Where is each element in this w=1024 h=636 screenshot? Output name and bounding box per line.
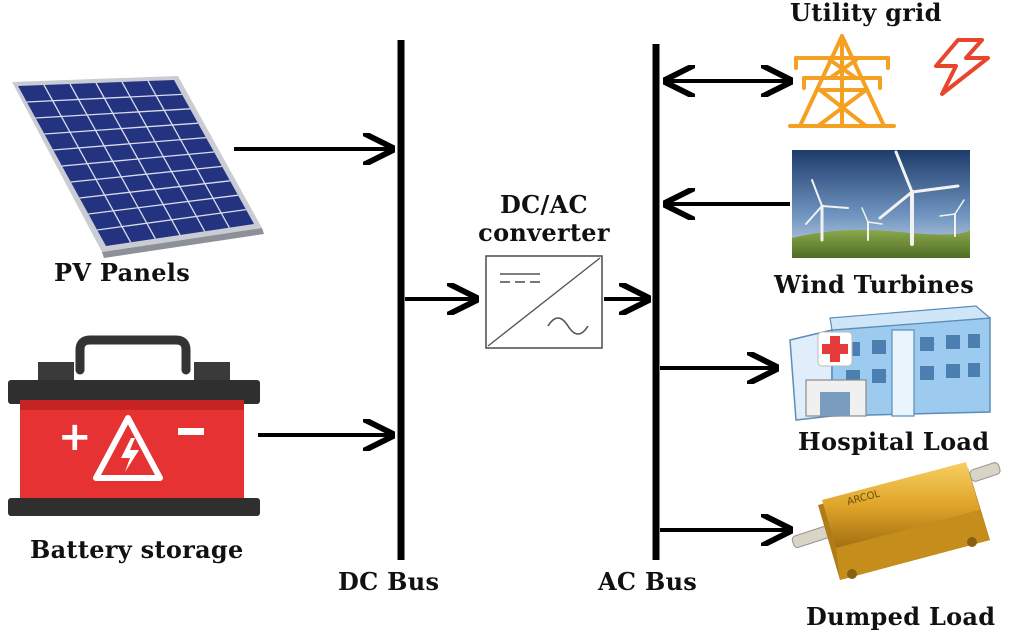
dumped-load-label: Dumped Load [806,602,996,631]
utility-grid-label: Utility grid [790,0,942,27]
hospital-icon [789,305,992,421]
lightning-icon [934,38,990,96]
pv-panels-label: PV Panels [54,258,191,287]
battery-icon: + [8,335,260,516]
wind-turbine-icon [792,150,970,258]
converter-label-line1: DC/AC [500,190,588,219]
ac-bus-label: AC Bus [598,567,698,596]
resistor-icon: ARCOL [791,462,1001,580]
svg-text:+: + [58,414,92,460]
hospital-load-label: Hospital Load [798,427,990,456]
dc-bus-label: DC Bus [338,567,440,596]
dc-ac-converter-icon [485,255,603,349]
wind-turbines-label: Wind Turbines [774,270,975,299]
converter-label-line2: converter [478,218,610,247]
transmission-tower-icon [788,34,896,128]
battery-storage-label: Battery storage [30,535,244,564]
solar-panel-icon [12,76,264,258]
